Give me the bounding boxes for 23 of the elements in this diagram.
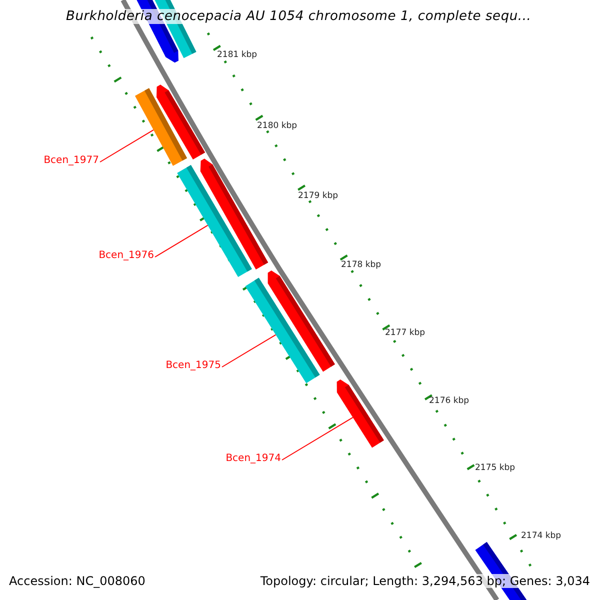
gene-label: Bcen_1976: [98, 250, 154, 261]
footer-text: Accession: NC_008060: [9, 574, 146, 588]
leader-line: [100, 129, 154, 162]
gene-feature: [134, 88, 188, 166]
gene-feature: [245, 278, 320, 384]
map-title: Burkholderia cenocepacia AU 1054 chromosome 1, complete sequ...: [66, 9, 532, 24]
tick-label: 2181 kbp: [217, 50, 258, 60]
tick-label: 2179 kbp: [298, 191, 338, 201]
footer-text: Topology: circular; Length: 3,294,563 bp; Genes: 3,034: [260, 574, 590, 588]
tick-label: 2176 kbp: [429, 396, 470, 406]
leader-line: [282, 416, 354, 460]
tick-label: 2175 kbp: [475, 463, 516, 473]
gene-feature: [336, 380, 384, 448]
leader-line: [154, 224, 208, 258]
tick-label: 2178 kbp: [341, 260, 382, 270]
tick-label: 2174 kbp: [521, 531, 562, 541]
leader-line: [222, 334, 276, 368]
gene-label: Bcen_1974: [226, 453, 281, 464]
gene-label: Bcen_1975: [166, 360, 221, 371]
tick-label: 2180 kbp: [257, 121, 298, 131]
gene-feature: [177, 164, 252, 278]
tick-label: 2177 kbp: [385, 328, 426, 338]
gene-label: Bcen_1977: [44, 155, 99, 166]
